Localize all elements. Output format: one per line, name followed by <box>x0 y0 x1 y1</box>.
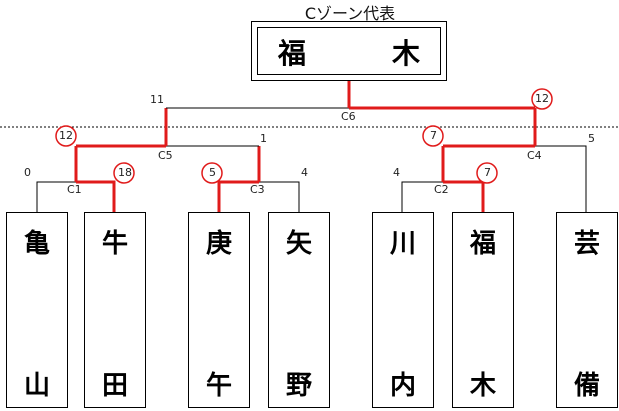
c4-right-path <box>535 145 587 212</box>
team-4-bottom-char: 野 <box>285 371 312 401</box>
team-3-bottom-char: 午 <box>205 371 232 401</box>
c3-right-path <box>259 181 300 212</box>
c3-match-label: C3 <box>250 183 265 196</box>
team-6-top-char: 福 <box>469 229 496 259</box>
team-box-4: 矢 野 <box>268 212 330 408</box>
team-box-6: 福 木 <box>452 212 514 408</box>
c5-score-right: 1 <box>260 132 267 145</box>
team-box-7: 芸 備 <box>556 212 618 408</box>
team-5-bottom-char: 内 <box>389 371 416 401</box>
score-circle-c5 <box>55 125 77 147</box>
c1-score-right: 18 <box>118 166 132 179</box>
c6-score-left: 11 <box>150 93 164 106</box>
c3-left-path <box>217 180 259 212</box>
team-box-3: 庚 午 <box>188 212 250 408</box>
c4-match-label: C4 <box>527 149 542 162</box>
team-3-top-char: 庚 <box>205 229 232 259</box>
winner-box-inner: 福 木 <box>257 27 441 75</box>
team-1-bottom-char: 山 <box>23 371 50 401</box>
c1-right-path <box>76 180 116 212</box>
winner-name-first: 福 <box>278 37 307 70</box>
winner-box: 福 木 <box>251 21 447 81</box>
team-5-top-char: 川 <box>389 229 416 259</box>
team-box-5: 川 内 <box>372 212 434 408</box>
team-2-bottom-char: 田 <box>101 371 128 401</box>
score-circle-c3 <box>201 162 223 184</box>
c2-match-label: C2 <box>434 183 449 196</box>
c1-score-left: 0 <box>24 166 31 179</box>
team-7-bottom-char: 備 <box>573 371 600 401</box>
team-1-top-char: 亀 <box>23 229 50 259</box>
winner-name-second: 木 <box>391 37 420 70</box>
c2-score-right: 7 <box>484 166 491 179</box>
zone-title: Cゾーン代表 <box>304 4 396 23</box>
team-box-2: 牛 田 <box>84 212 146 408</box>
c3-score-left: 5 <box>209 166 216 179</box>
c1-left-path <box>36 181 76 212</box>
c4-score-right: 5 <box>588 132 595 145</box>
c6-match-label: C6 <box>341 110 356 123</box>
score-circle-c1 <box>113 162 135 184</box>
c4-score-left: 7 <box>430 129 437 142</box>
score-circle-c4 <box>422 125 444 147</box>
c3-score-right: 4 <box>301 166 308 179</box>
c2-right-path <box>443 180 485 212</box>
score-circle-c2 <box>476 162 498 184</box>
team-6-bottom-char: 木 <box>469 371 496 401</box>
c5-score-left: 12 <box>59 129 73 142</box>
c2-score-left: 4 <box>393 166 400 179</box>
team-7-top-char: 芸 <box>573 229 600 259</box>
team-4-top-char: 矢 <box>285 229 312 259</box>
c6-score-right: 12 <box>535 92 549 105</box>
c1-match-label: C1 <box>67 183 82 196</box>
c5-match-label: C5 <box>158 149 173 162</box>
c2-left-path <box>401 181 443 212</box>
score-circle-c6 <box>531 88 553 110</box>
team-box-1: 亀 山 <box>6 212 68 408</box>
team-2-top-char: 牛 <box>101 229 128 259</box>
